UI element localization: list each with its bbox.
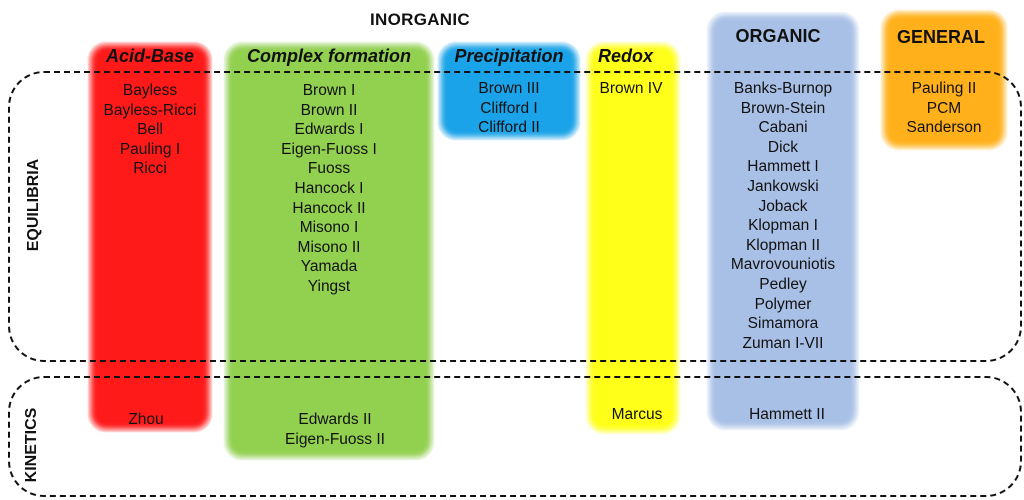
list-item: Yingst — [307, 277, 351, 295]
list-item: Bayless-Ricci — [103, 101, 197, 119]
list-item: Eigen-Fuoss I — [281, 140, 377, 158]
list-item: Pedley — [759, 275, 807, 293]
list-item: PCM — [926, 99, 962, 117]
list-item: Hammett I — [747, 158, 819, 176]
list-item: Brown III — [478, 80, 540, 97]
acid-base-kinetics-list: Zhou — [84, 410, 208, 430]
list-item: Ricci — [133, 160, 167, 178]
list-item: Cabani — [758, 119, 808, 137]
organic-kinetics-list: Hammett II — [711, 405, 863, 425]
list-item: Simamora — [747, 315, 819, 333]
precipitation-equilibria-list: Brown III Clifford I Clifford II — [438, 79, 580, 138]
list-item: Zuman I-VII — [742, 334, 824, 352]
list-item: Mavrovouniotis — [730, 256, 836, 274]
list-item: Sanderson — [906, 119, 982, 137]
general-title: GENERAL — [896, 27, 985, 47]
list-item: Fuoss — [307, 160, 351, 178]
list-item: Brown II — [300, 101, 358, 119]
redox-equilibria-list: Brown IV — [584, 79, 678, 99]
list-item: Edwards II — [298, 411, 372, 428]
acid-base-column — [88, 42, 212, 432]
list-item: Joback — [758, 197, 808, 215]
list-item: Hammett II — [749, 406, 825, 423]
general-equilibria-list: Pauling II PCM Sanderson — [881, 79, 1007, 138]
list-item: Misono II — [297, 238, 361, 256]
redox-title: Redox — [598, 46, 654, 66]
list-item: Bell — [137, 121, 163, 139]
equilibria-region — [8, 71, 1022, 362]
list-item: Eigen-Fuoss II — [285, 430, 385, 448]
list-item: Brown IV — [599, 80, 663, 97]
list-item: Bayless — [122, 82, 178, 99]
list-item: Clifford II — [478, 119, 540, 137]
complex-formation-column — [224, 42, 434, 460]
kinetics-region — [8, 376, 1022, 497]
equilibria-label: EQUILIBRIA — [25, 158, 42, 252]
inorganic-label: INORGANIC — [370, 10, 470, 29]
list-item: Hancock I — [294, 179, 364, 197]
list-item: Dick — [767, 138, 799, 156]
list-item: Klopman II — [745, 236, 821, 254]
redox-kinetics-list: Marcus — [590, 405, 684, 425]
organic-title: ORGANIC — [735, 26, 821, 46]
kinetics-label: KINETICS — [23, 407, 40, 483]
list-item: Klopman I — [748, 217, 818, 235]
precipitation-column — [438, 42, 580, 140]
list-item: Yamada — [300, 258, 358, 276]
list-item: Banks-Burnop — [733, 80, 833, 97]
list-item: Polymer — [754, 295, 812, 313]
list-item: Edwards I — [294, 121, 364, 139]
list-item: Zhou — [128, 411, 164, 428]
list-item: Brown-Stein — [740, 99, 826, 117]
acid-base-title: Acid-Base — [105, 46, 195, 66]
precipitation-title: Precipitation — [454, 46, 564, 66]
list-item: Misono I — [299, 219, 359, 237]
complex-formation-kinetics-list: Edwards II Eigen-Fuoss II — [230, 410, 440, 449]
list-item: Hancock II — [292, 199, 366, 217]
list-item: Jankowski — [747, 177, 819, 195]
list-item: Clifford I — [480, 99, 538, 117]
list-item: Brown I — [302, 82, 356, 99]
list-item: Marcus — [611, 406, 663, 423]
list-item: Pauling II — [911, 80, 977, 97]
complex-formation-title: Complex formation — [246, 46, 411, 66]
redox-column — [586, 42, 680, 434]
list-item: Pauling I — [119, 140, 181, 158]
